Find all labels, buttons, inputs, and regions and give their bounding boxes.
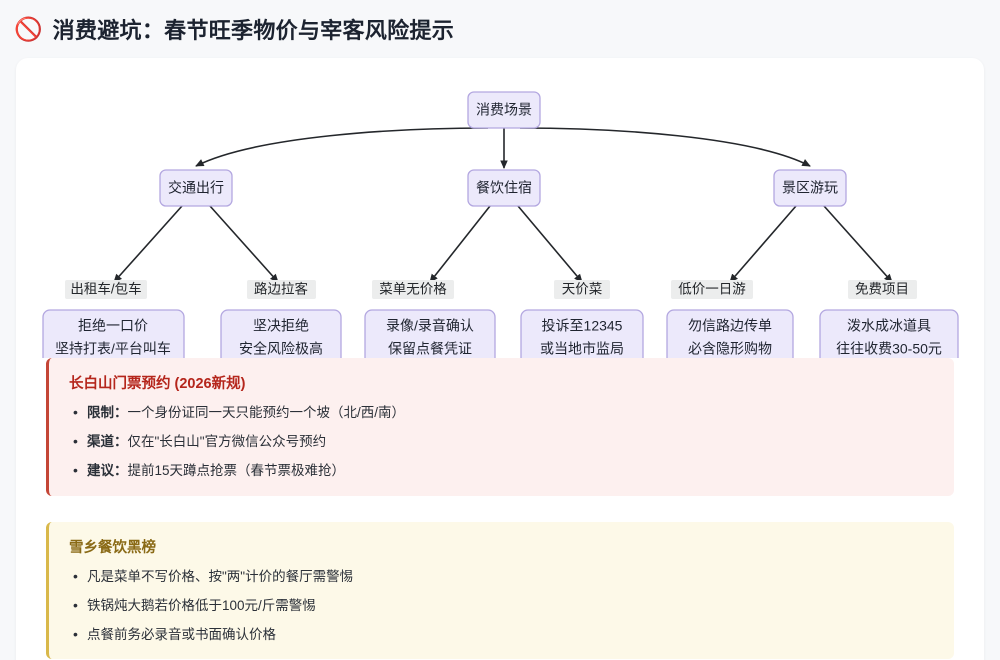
edge-label-text: 菜单无价格 — [379, 282, 447, 297]
page-title: 消费避坑：春节旺季物价与宰客风险提示 — [52, 18, 455, 43]
edge-label-text: 低价一日游 — [678, 282, 746, 297]
callout-items: 限制：一个身份证同一天只能预约一个坡（北/西/南） 渠道：仅在"长白山"官方微信… — [69, 403, 936, 481]
edge-label-freeitem: 免费项目 — [848, 280, 917, 299]
node-transport-label: 交通出行 — [168, 180, 224, 196]
node-leaf-cheaptour[interactable]: 勿信路边传单 必含隐形购物 — [666, 309, 794, 358]
node-leaf-line1: 坚决拒绝 — [253, 318, 309, 334]
node-leaf-line2: 坚持打表/平台叫车 — [55, 341, 171, 357]
node-leaf-line1: 拒绝一口价 — [78, 318, 148, 334]
node-leaf-line1: 勿信路边传单 — [688, 318, 772, 334]
node-leaf-menu[interactable]: 录像/录音确认 保留点餐凭证 — [364, 309, 496, 358]
list-item: 凡是菜单不写价格、按"两"计价的餐厅需警惕 — [69, 567, 936, 586]
list-item: 点餐前务必录音或书面确认价格 — [69, 625, 936, 644]
edge-scenic-to-cheaptour — [729, 205, 797, 283]
list-item-text: 凡是菜单不写价格、按"两"计价的餐厅需警惕 — [87, 568, 354, 584]
node-scenic-label: 景区游玩 — [782, 180, 838, 196]
node-dining-label: 餐饮住宿 — [476, 180, 532, 196]
node-leaf-line1: 泼水成冰道具 — [847, 318, 931, 334]
node-leaf-line1: 录像/录音确认 — [386, 318, 474, 334]
edge-label-text: 天价菜 — [562, 282, 603, 297]
callout-changbaishan-ticket: 长白山门票预约 (2026新规) 限制：一个身份证同一天只能预约一个坡（北/西/… — [46, 358, 954, 496]
node-leaf-line2: 必含隐形购物 — [688, 341, 772, 357]
list-item-label: 渠道： — [87, 434, 128, 450]
list-item: 铁锅炖大鹅若价格低于100元/斤需警惕 — [69, 596, 936, 615]
list-item-label: 建议： — [87, 463, 128, 479]
edge-label-text: 路边拉客 — [254, 281, 308, 297]
callout-title: 雪乡餐饮黑榜 — [69, 539, 156, 556]
list-item-label: 限制： — [87, 405, 128, 420]
edge-scenic-to-freeitem — [823, 205, 893, 283]
edge-label-text: 出租车/包车 — [70, 281, 141, 297]
page-header: 🚫 消费避坑：春节旺季物价与宰客风险提示 — [0, 0, 1000, 48]
callout-items: 凡是菜单不写价格、按"两"计价的餐厅需警惕 铁锅炖大鹅若价格低于100元/斤需警… — [69, 567, 936, 645]
node-dining[interactable]: 餐饮住宿 — [467, 169, 541, 207]
edge-group-root — [195, 127, 811, 169]
flowchart: 出租车/包车 路边拉客 菜单无价格 天价菜 低价一日游 — [16, 58, 984, 358]
node-transport[interactable]: 交通出行 — [159, 169, 233, 207]
node-root-label: 消费场景 — [476, 102, 532, 118]
node-leaf-line2: 往往收费30-50元 — [836, 341, 942, 357]
node-root[interactable]: 消费场景 — [467, 91, 541, 129]
list-item: 限制：一个身份证同一天只能预约一个坡（北/西/南） — [69, 403, 936, 422]
content-card: 出租车/包车 路边拉客 菜单无价格 天价菜 低价一日游 — [16, 58, 984, 660]
node-leaf-roadside[interactable]: 坚决拒绝 安全风险极高 — [220, 309, 342, 358]
edge-transport-to-taxi — [113, 205, 183, 283]
node-leaf-overpriced[interactable]: 投诉至12345 或当地市监局 — [520, 309, 644, 358]
node-leaf-line1: 投诉至12345 — [542, 318, 623, 334]
list-item-text: 铁锅炖大鹅若价格低于100元/斤需警惕 — [87, 597, 316, 613]
edge-label-overpriced: 天价菜 — [554, 280, 610, 299]
callout-title: 长白山门票预约 (2026新规) — [69, 376, 246, 392]
edge-group-leaves — [113, 205, 893, 283]
edge-label-taxi: 出租车/包车 — [65, 280, 147, 299]
node-leaf-line2: 或当地市监局 — [540, 341, 624, 357]
list-item-text: 仅在"长白山"官方微信公众号预约 — [127, 434, 327, 450]
edge-label-cheaptour: 低价一日游 — [671, 280, 753, 299]
flowchart-svg: 出租车/包车 路边拉客 菜单无价格 天价菜 低价一日游 — [42, 91, 959, 358]
callout-list: 长白山门票预约 (2026新规) 限制：一个身份证同一天只能预约一个坡（北/西/… — [16, 358, 984, 660]
list-item-text: 提前15天蹲点抢票（春节票极难抢） — [127, 463, 346, 479]
edge-dining-to-menu — [429, 205, 491, 283]
node-leaf-line2: 安全风险极高 — [239, 341, 323, 357]
edge-label-text: 免费项目 — [855, 282, 909, 297]
edge-label-menu: 菜单无价格 — [372, 280, 454, 299]
node-leaf-line2: 保留点餐凭证 — [388, 341, 472, 357]
list-item-text: 一个身份证同一天只能预约一个坡（北/西/南） — [127, 405, 406, 420]
edge-root-to-scenic — [519, 127, 811, 167]
list-item: 渠道：仅在"长白山"官方微信公众号预约 — [69, 432, 936, 451]
list-item-text: 点餐前务必录音或书面确认价格 — [87, 627, 276, 643]
edge-root-to-transport — [195, 127, 489, 167]
edge-transport-to-roadside — [209, 205, 279, 283]
callout-xuexiang-blacklist: 雪乡餐饮黑榜 凡是菜单不写价格、按"两"计价的餐厅需警惕 铁锅炖大鹅若价格低于1… — [46, 521, 954, 660]
node-leaf-freeitem[interactable]: 泼水成冰道具 往往收费30-50元 — [819, 309, 959, 358]
node-leaf-taxi[interactable]: 拒绝一口价 坚持打表/平台叫车 — [42, 309, 185, 358]
edge-dining-to-overpriced — [517, 205, 583, 283]
edge-label-roadside: 路边拉客 — [247, 280, 316, 299]
node-scenic[interactable]: 景区游玩 — [773, 169, 847, 207]
list-item: 建议：提前15天蹲点抢票（春节票极难抢） — [69, 461, 936, 480]
prohibited-icon: 🚫 — [14, 15, 43, 42]
